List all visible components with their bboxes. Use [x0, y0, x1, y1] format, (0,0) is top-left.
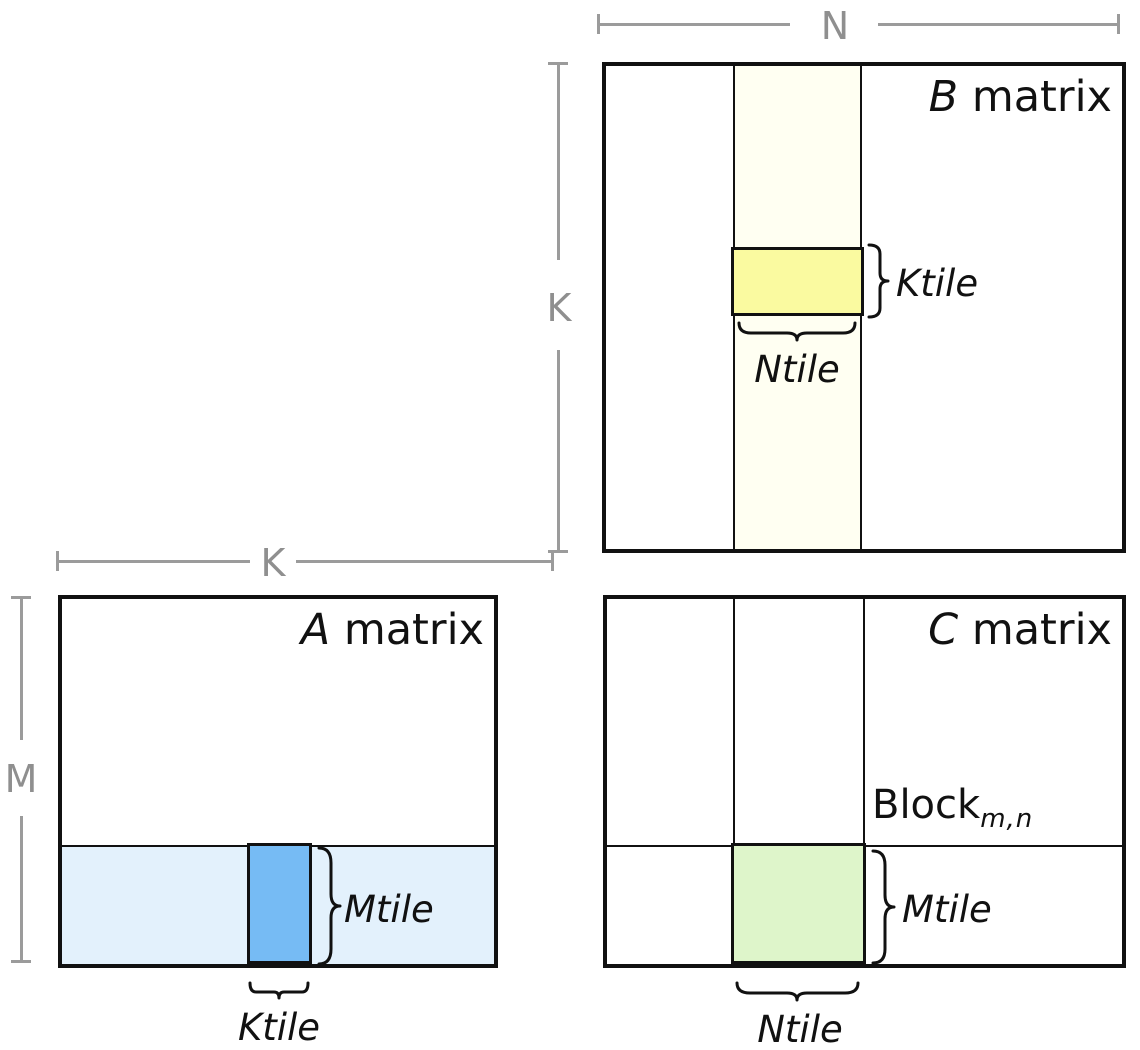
dim-line-n-left-segment — [598, 23, 790, 26]
a-matrix-title: A matrix — [301, 605, 484, 655]
dim-label-k-vertical: K — [546, 286, 572, 330]
a-ktile-label: Ktile — [237, 1006, 321, 1049]
dim-label-n: N — [820, 4, 850, 48]
dim-line-kb-bottom-segment — [557, 350, 560, 552]
c-matrix-column-right-line — [863, 599, 865, 845]
dim-line-ka-left-tick — [56, 551, 59, 571]
dim-line-m-bottom-segment — [20, 816, 23, 963]
block-mn-label: Blockm,n — [872, 782, 1033, 834]
b-matrix-title: B matrix — [929, 72, 1112, 122]
c-mtile-label: Mtile — [902, 888, 992, 931]
dim-line-m-top-tick — [11, 596, 31, 599]
dim-line-n-right-tick — [1117, 14, 1120, 34]
brace-under-c-tile-icon — [735, 980, 860, 1002]
dim-line-m-bottom-tick — [11, 960, 31, 963]
dim-line-n-left-tick — [597, 14, 600, 34]
b-matrix-word: matrix — [958, 72, 1112, 122]
b-matrix-box: B matrix — [602, 62, 1126, 553]
c-matrix-block-tile — [731, 843, 866, 964]
a-mtile-label: Mtile — [344, 888, 434, 931]
b-matrix-ktile-ntile-tile — [731, 247, 864, 316]
dim-line-ka-right-segment — [296, 560, 553, 563]
dim-line-m-top-segment — [20, 597, 23, 740]
c-matrix-word: matrix — [958, 605, 1112, 655]
dim-line-n-right-segment — [878, 23, 1120, 26]
a-matrix-letter: A — [300, 605, 331, 655]
a-matrix-mtile-ktile-tile — [247, 843, 312, 964]
brace-under-a-tile-icon — [248, 980, 310, 1000]
brace-right-of-a-tile-icon — [316, 845, 342, 967]
b-ktile-label: Ktile — [896, 262, 979, 305]
block-label-subscript: m,n — [980, 804, 1034, 834]
c-matrix-title: C matrix — [928, 605, 1112, 655]
dim-label-m: M — [4, 757, 38, 801]
brace-right-of-c-tile-icon — [870, 848, 896, 966]
block-label-base: Block — [872, 782, 981, 828]
brace-right-of-b-tile-icon — [866, 242, 890, 322]
c-matrix-column-left-line — [733, 599, 735, 845]
dim-line-ka-left-segment — [57, 560, 250, 563]
dim-line-ka-right-tick — [551, 551, 554, 571]
c-ntile-label: Ntile — [757, 1008, 843, 1050]
dim-line-kb-top-tick — [548, 62, 568, 65]
dim-label-k-horizontal: K — [260, 541, 286, 585]
b-matrix-letter: B — [928, 72, 959, 122]
c-matrix-box: C matrix — [603, 595, 1126, 968]
dim-line-kb-bottom-tick — [548, 550, 568, 553]
dim-line-kb-top-segment — [557, 63, 560, 260]
brace-under-b-tile-icon — [737, 320, 857, 342]
a-matrix-word: matrix — [330, 605, 484, 655]
a-matrix-box: A matrix — [58, 595, 498, 968]
b-ntile-label: Ntile — [754, 348, 840, 391]
c-matrix-letter: C — [928, 605, 959, 655]
